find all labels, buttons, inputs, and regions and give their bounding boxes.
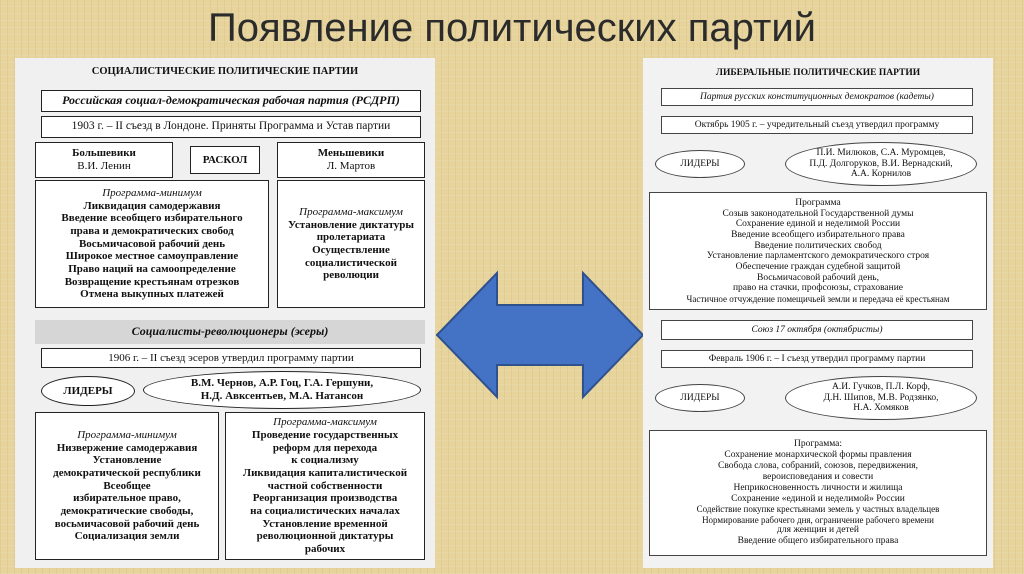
list-item: Социализация земли <box>74 530 180 543</box>
mensheviks-name: Меньшевики <box>317 147 385 160</box>
bolsheviks-leader: В.И. Ленин <box>77 160 131 172</box>
list-item: избирательное право, <box>73 492 181 505</box>
octobrists-leaders-label: ЛИДЕРЫ <box>655 384 745 412</box>
program-max-sr: Программа-максимум Проведение государств… <box>225 412 425 560</box>
sr-leaders-label: ЛИДЕРЫ <box>41 376 135 406</box>
mensheviks-leader: Л. Мартов <box>326 160 376 172</box>
list-item: Созыв законодательной Государственной ду… <box>722 208 914 219</box>
kadets-program: Программа Созыв законодательной Государс… <box>649 192 987 310</box>
list-item: права и демократических свобод <box>70 225 234 238</box>
list-item: Широкое местное самоуправление <box>65 250 239 263</box>
octobrists-program: Программа: Сохранение монархической форм… <box>649 430 987 556</box>
list-item: революции <box>323 269 379 282</box>
octobrists-program-title: Программа: <box>793 439 843 450</box>
socialist-heading: СОЦИАЛИСТИЧЕСКИЕ ПОЛИТИЧЕСКИЕ ПАРТИИ <box>91 65 359 77</box>
program-max-rsdrp-title: Программа-максимум <box>299 206 403 219</box>
kadets-leaders-label: ЛИДЕРЫ <box>655 150 745 178</box>
list-item: пролетариата <box>316 231 386 244</box>
list-item: Возвращение крестьянам отрезков <box>64 275 240 288</box>
list-item: для женщин и детей <box>777 524 859 535</box>
program-max-sr-title: Программа-максимум <box>273 416 377 429</box>
list-item: Установление диктатуры <box>288 218 414 231</box>
list-item: Введение политических свобод <box>754 240 882 251</box>
socialist-parties-scheme: СОЦИАЛИСТИЧЕСКИЕ ПОЛИТИЧЕСКИЕ ПАРТИИ Рос… <box>15 58 435 568</box>
list-item: Установление <box>92 454 162 467</box>
slide-title: Появление политических партий <box>207 6 817 50</box>
kadets-leaders-oval: П.И. Милюков, С.А. Муромцев, П.Д. Долгор… <box>785 142 977 186</box>
list-item: Неприкосновенность личности и жилища <box>733 482 903 493</box>
liberal-parties-scheme: ЛИБЕРАЛЬНЫЕ ПОЛИТИЧЕСКИЕ ПАРТИИ Партия р… <box>643 58 993 568</box>
list-item: Установление парламентского демократичес… <box>706 251 930 262</box>
list-item: Установление временной <box>262 517 388 530</box>
list-item: право на стачки, профсоюзы, страхование <box>732 283 904 294</box>
list-item: Введение общего избирательного права <box>737 535 899 546</box>
list-item: Сохранение единой и неделимой России <box>735 219 901 230</box>
list-item: рабочих <box>304 542 346 555</box>
mensheviks-box: Меньшевики Л. Мартов <box>277 142 425 178</box>
leader-line: П.Д. Долгоруков, В.И. Вернадский, <box>809 158 953 169</box>
octobrists-congress-box: Февраль 1906 г. – I съезд утвердил прогр… <box>661 350 973 368</box>
list-item: реформ для перехода <box>272 441 378 454</box>
list-item: Осуществление <box>312 244 390 256</box>
list-item: Введение всеобщего избирательного <box>61 212 243 225</box>
program-min-rsdrp: Программа-минимум Ликвидация самодержави… <box>35 180 269 308</box>
bolsheviks-name: Большевики <box>72 147 136 160</box>
list-item: Нормирование рабочего дня, ограничение р… <box>702 514 934 525</box>
program-min-sr: Программа-минимум Низвержение самодержав… <box>35 412 219 560</box>
list-item: восьмичасовой рабочий день <box>54 517 200 530</box>
sr-leaders-oval: В.М. Чернов, А.Р. Гоц, Г.А. Гершуни, Н.Д… <box>143 371 421 409</box>
rsdrp-congress-box: 1903 г. – II съезд в Лондоне. Приняты Пр… <box>41 116 421 138</box>
kadets-box: Партия русских конституционных демократо… <box>661 88 973 106</box>
list-item: Проведение государственных <box>251 429 399 442</box>
list-item: Восьмичасовой рабочий день, <box>756 272 880 283</box>
list-item: Частичное отчуждение помещичьей земли и … <box>686 293 950 304</box>
kadets-congress-box: Октябрь 1905 г. – учредительный съезд ут… <box>661 116 973 134</box>
list-item: Отмена выкупных платежей <box>80 288 224 301</box>
list-item: Сохранение «единой и неделимой» России <box>731 493 905 504</box>
list-item: демократические свободы, <box>60 504 194 517</box>
leader-line: Д.Н. Шипов, М.В. Родзянко, <box>823 392 939 403</box>
bolsheviks-box: Большевики В.И. Ленин <box>35 142 173 178</box>
liberal-heading: ЛИБЕРАЛЬНЫЕ ПОЛИТИЧЕСКИЕ ПАРТИИ <box>715 67 921 78</box>
list-item: Свобода слова, собраний, союзов, передви… <box>718 461 918 472</box>
rsdrp-box: Российская социал-демократическая рабоча… <box>41 90 421 112</box>
list-item: Восьмичасовой рабочий день <box>78 237 226 250</box>
sr-congress-box: 1906 г. – II съезд эсеров утвердил прогр… <box>41 348 421 368</box>
list-item: Низвержение самодержавия <box>56 441 198 454</box>
leader-line: П.И. Милюков, С.А. Муромцев, <box>816 147 946 158</box>
leader-line: Н.Д. Авксентьев, М.А. Натансон <box>200 390 364 402</box>
list-item: Право наций на самоопределение <box>68 262 236 275</box>
list-item: Обеспечение граждан судебной защитой <box>735 261 901 272</box>
program-min-sr-title: Программа-минимум <box>77 429 177 442</box>
program-max-rsdrp: Программа-максимум Установление диктатур… <box>277 180 425 308</box>
list-item: к социализму <box>291 454 359 467</box>
list-item: демократической республики <box>53 467 201 480</box>
list-item: вероисповедания и совести <box>762 471 874 482</box>
octobrists-leaders-oval: А.И. Гучков, П.Л. Корф, Д.Н. Шипов, М.В.… <box>785 376 977 420</box>
leader-line: А.И. Гучков, П.Л. Корф, <box>832 381 930 392</box>
list-item: Содействие покупке крестьянами земель у … <box>696 504 940 515</box>
leader-line: В.М. Чернов, А.Р. Гоц, Г.А. Гершуни, <box>190 377 374 390</box>
list-item: Ликвидация самодержавия <box>83 199 221 212</box>
program-min-rsdrp-title: Программа-минимум <box>102 187 202 200</box>
sr-box: Социалисты-революционеры (эсеры) <box>35 320 425 344</box>
kadets-program-title: Программа <box>795 198 841 209</box>
double-arrow-icon <box>435 270 645 400</box>
list-item: Реорганизация производства <box>252 492 398 505</box>
list-item: Сохранение монархической формы правления <box>724 450 912 461</box>
list-item: Введение всеобщего избирательного права <box>731 230 905 241</box>
split-box: РАСКОЛ <box>190 146 260 174</box>
leader-line: Н.А. Хомяков <box>853 403 909 414</box>
list-item: Ликвидация капиталистической <box>242 467 408 480</box>
list-item: на социалистических началах <box>250 504 400 517</box>
list-item: социалистической <box>305 256 397 269</box>
octobrists-box: Союз 17 октября (октябристы) <box>661 320 973 340</box>
list-item: частной собственности <box>267 479 383 492</box>
leader-line: А.А. Корнилов <box>850 169 912 180</box>
list-item: Всеобщее <box>103 479 151 492</box>
list-item: революционной диктатуры <box>256 530 394 543</box>
